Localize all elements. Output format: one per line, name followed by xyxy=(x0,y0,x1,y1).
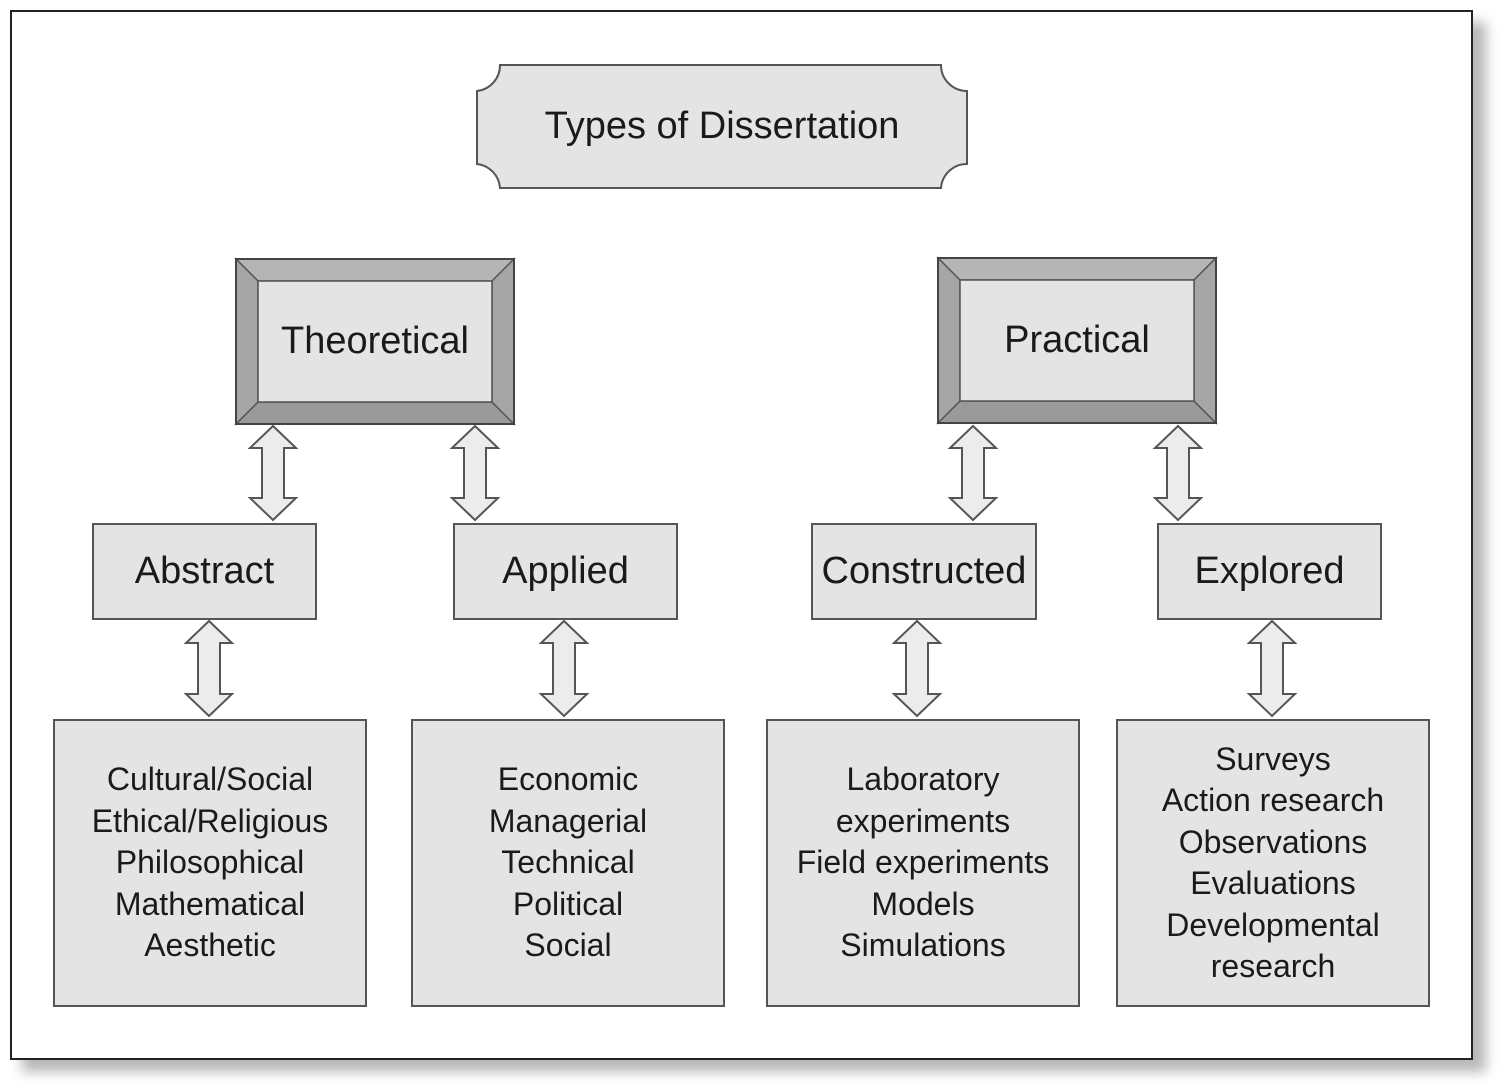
subtype-explored: Explored xyxy=(1157,523,1382,620)
list-item: Technical xyxy=(501,844,635,881)
diagram-title: Types of Dissertation xyxy=(544,105,900,147)
title-box-shape xyxy=(476,64,968,189)
list-item: Laboratory xyxy=(846,761,1000,798)
list-item: Action research xyxy=(1161,782,1385,818)
items-abstract: Cultural/Social Ethical/Religious Philos… xyxy=(53,719,367,1007)
category-practical: Practical xyxy=(1004,319,1150,361)
items-constructed: Laboratory experiments Field experiments… xyxy=(766,719,1080,1007)
theoretical-frame xyxy=(234,257,516,426)
list-item: Political xyxy=(512,885,624,922)
list-item: Models xyxy=(871,885,975,922)
list-item: experiments xyxy=(835,802,1011,839)
subtype-applied: Applied xyxy=(453,523,678,620)
list-item: Social xyxy=(524,927,612,964)
list-item: research xyxy=(1210,948,1336,984)
list-item: Philosophical xyxy=(115,844,305,881)
list-item: Managerial xyxy=(488,802,648,839)
items-applied: Economic Managerial Technical Political … xyxy=(411,719,725,1007)
category-theoretical: Theoretical xyxy=(281,320,469,362)
list-item: Aesthetic xyxy=(144,927,276,964)
list-item: Mathematical xyxy=(114,885,306,922)
list-item: Simulations xyxy=(840,927,1006,964)
arrow-theoretical-applied xyxy=(449,424,501,522)
list-item: Evaluations xyxy=(1190,865,1356,901)
list-item: Developmental xyxy=(1166,906,1380,943)
list-item: Economic xyxy=(497,761,639,798)
list-item: Observations xyxy=(1178,823,1368,860)
subtype-constructed: Constructed xyxy=(811,523,1037,620)
items-explored: Surveys Action research Observations Eva… xyxy=(1116,719,1430,1007)
practical-frame xyxy=(936,256,1218,425)
arrow-abstract-items xyxy=(183,619,235,718)
list-item: Ethical/Religious xyxy=(91,802,329,839)
list-item: Cultural/Social xyxy=(106,761,314,798)
list-item: Surveys xyxy=(1215,740,1331,777)
arrow-practical-explored xyxy=(1152,424,1204,522)
list-item: Field experiments xyxy=(796,844,1050,881)
arrow-theoretical-abstract xyxy=(247,424,299,522)
arrow-explored-items xyxy=(1246,619,1298,718)
arrow-practical-constructed xyxy=(947,424,999,522)
subtype-abstract: Abstract xyxy=(92,523,317,620)
arrow-constructed-items xyxy=(891,619,943,718)
arrow-applied-items xyxy=(538,619,590,718)
